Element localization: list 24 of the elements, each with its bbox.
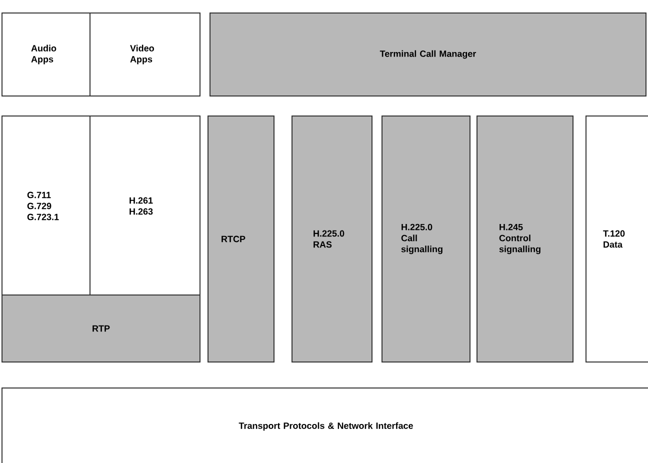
node-label: H.261 H.263: [130, 197, 153, 215]
node-label: H.225.0 RAS: [314, 230, 344, 248]
layer-box: [90, 116, 200, 296]
layer-box: [2, 294, 200, 362]
layer-box: [382, 116, 470, 362]
node-label: Video Apps: [130, 44, 154, 64]
layer-box: [208, 116, 274, 362]
node-label: Terminal Call Manager: [380, 50, 476, 59]
layer-box: [586, 116, 648, 362]
node-label: RTP: [92, 325, 110, 332]
layer-box: [2, 388, 648, 463]
layer-box: [2, 116, 90, 296]
layer-box: [210, 12, 646, 96]
layer-box: [2, 12, 90, 96]
node-label: Transport Protocols & Network Interface: [238, 422, 413, 431]
node-label: Audio Apps: [31, 44, 56, 64]
node-label: RTCP: [222, 236, 246, 242]
node-label: T.120 Data: [603, 230, 625, 248]
layer-box: [292, 116, 372, 362]
node-label: H.245 Control signalling: [499, 224, 540, 254]
layer-box: [476, 116, 574, 362]
layer-box: [90, 12, 200, 96]
node-label: H.225.0 Call signalling: [401, 224, 442, 254]
node-label: G.711 G.729 G.723.1: [27, 192, 59, 220]
